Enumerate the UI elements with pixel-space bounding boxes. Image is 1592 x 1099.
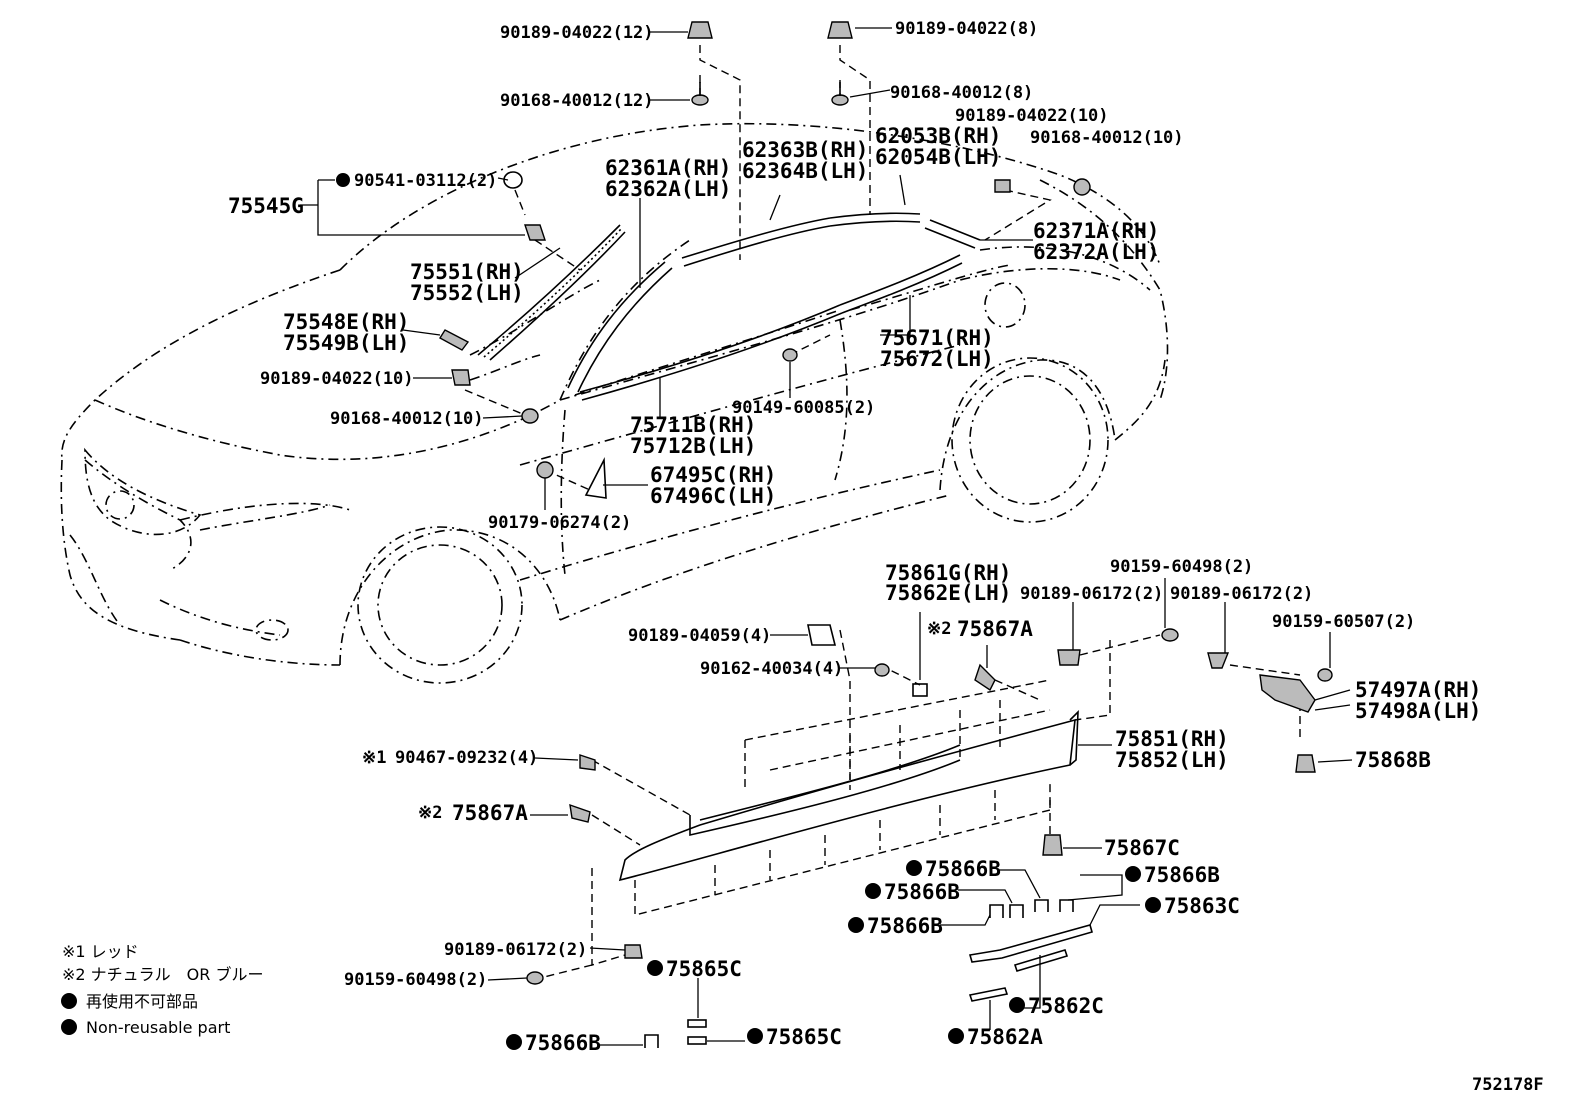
part-label: 75866B bbox=[884, 880, 960, 904]
mark-note-1: ※1 bbox=[362, 748, 386, 768]
legend-non-reusable-jp: 再使用不可部品 bbox=[86, 992, 198, 1011]
non-reusable-bullet-icon bbox=[336, 173, 350, 187]
part-label: 62364B(LH) bbox=[742, 159, 868, 183]
non-reusable-bullet-icon bbox=[906, 860, 922, 876]
part-label: 90189-04022(12) bbox=[500, 23, 654, 43]
part-label: 75551(RH) bbox=[410, 260, 524, 284]
non-reusable-bullet-icon bbox=[848, 917, 864, 933]
part-label: 75865C bbox=[666, 957, 742, 981]
part-label: 90189-06172(2) bbox=[444, 940, 587, 960]
part-label: 90189-04022(10) bbox=[955, 106, 1109, 126]
rocker-moulding bbox=[618, 679, 1079, 916]
part-label: 75867A bbox=[452, 801, 528, 825]
part-label: 75866B bbox=[925, 857, 1001, 881]
part-label: 90189-06172(2) bbox=[1170, 584, 1313, 604]
part-label: 90189-04059(4) bbox=[628, 626, 771, 646]
non-reusable-bullet-icon bbox=[61, 993, 77, 1009]
part-label: 75862C bbox=[1028, 994, 1104, 1018]
non-reusable-bullet-icon bbox=[1125, 866, 1141, 882]
legend-non-reusable-en: Non-reusable part bbox=[86, 1018, 230, 1037]
mark-note-2: ※2 bbox=[927, 619, 951, 639]
part-label: 62372A(LH) bbox=[1033, 240, 1159, 264]
non-reusable-bullet-icon bbox=[1145, 897, 1161, 913]
part-label: 75545G bbox=[228, 194, 304, 218]
part-label: 75868B bbox=[1355, 748, 1431, 772]
leader-lines bbox=[300, 27, 1353, 1046]
part-label: 75867A bbox=[957, 617, 1033, 641]
part-label: 75866B bbox=[1144, 863, 1220, 887]
legend: ※1 レッド ※2 ナチュラル OR ブルー 再使用不可部品 Non-reusa… bbox=[61, 942, 263, 1037]
part-label: 67496C(LH) bbox=[650, 484, 776, 508]
fasteners bbox=[439, 21, 1333, 1048]
part-label: 75852(LH) bbox=[1115, 748, 1229, 772]
part-label: 75671(RH) bbox=[880, 326, 994, 350]
part-label: 75672(LH) bbox=[880, 347, 994, 371]
part-label: 75863C bbox=[1164, 894, 1240, 918]
screw-icon bbox=[691, 94, 709, 106]
part-labels: 90189-04022(12) 90189-04022(8) 90168-400… bbox=[228, 19, 1481, 1055]
part-label: 90189-06172(2) bbox=[1020, 584, 1163, 604]
part-label: 67495C(RH) bbox=[650, 463, 776, 487]
part-label: 90159-60507(2) bbox=[1272, 612, 1415, 632]
part-label: 90168-40012(12) bbox=[500, 91, 654, 111]
part-label: 90162-40034(4) bbox=[700, 659, 843, 679]
part-label: 75861G(RH) bbox=[885, 561, 1011, 585]
part-label: 75548E(RH) bbox=[283, 310, 409, 334]
part-label: 75862E(LH) bbox=[885, 581, 1011, 605]
part-label: 75866B bbox=[867, 914, 943, 938]
trim-parts bbox=[477, 212, 981, 697]
part-label: 90189-04022(8) bbox=[895, 19, 1038, 39]
part-label: 75711B(RH) bbox=[630, 413, 756, 437]
part-label: 90159-60498(2) bbox=[344, 970, 487, 990]
part-label: 75865C bbox=[766, 1025, 842, 1049]
part-label: 62053B(RH) bbox=[875, 124, 1001, 148]
part-label: 57498A(LH) bbox=[1355, 699, 1481, 723]
non-reusable-bullet-icon bbox=[1009, 997, 1025, 1013]
legend-note-2: ※2 ナチュラル OR ブルー bbox=[62, 965, 263, 984]
mark-note-2: ※2 bbox=[418, 803, 442, 823]
part-label: 75851(RH) bbox=[1115, 727, 1229, 751]
diagram-id: 752178F bbox=[1472, 1075, 1544, 1095]
part-label: 90467-09232(4) bbox=[395, 748, 538, 768]
non-reusable-bullet-icon bbox=[747, 1028, 763, 1044]
part-label: 62371A(RH) bbox=[1033, 219, 1159, 243]
part-label: 75866B bbox=[525, 1031, 601, 1055]
part-label: 90541-03112(2) bbox=[354, 171, 497, 191]
non-reusable-bullet-icon bbox=[948, 1028, 964, 1044]
part-label: 75552(LH) bbox=[410, 281, 524, 305]
non-reusable-bullet-icon bbox=[647, 960, 663, 976]
part-label: 62054B(LH) bbox=[875, 145, 1001, 169]
assembly-lines bbox=[464, 45, 1301, 979]
part-label: 90168-40012(10) bbox=[330, 409, 484, 429]
clip-icon bbox=[687, 21, 713, 39]
non-reusable-bullet-icon bbox=[506, 1034, 522, 1050]
non-reusable-bullet-icon bbox=[865, 883, 881, 899]
part-label: 90179-06274(2) bbox=[488, 513, 631, 533]
screw-icon bbox=[831, 94, 849, 106]
part-label: 75712B(LH) bbox=[630, 434, 756, 458]
part-label: 62361A(RH) bbox=[605, 156, 731, 180]
part-label: 75549B(LH) bbox=[283, 331, 409, 355]
non-reusable-bullet-icon bbox=[61, 1019, 77, 1035]
part-label: 62362A(LH) bbox=[605, 177, 731, 201]
legend-note-1: ※1 レッド bbox=[62, 942, 139, 961]
part-label: 90189-04022(10) bbox=[260, 369, 414, 389]
part-label: 75867C bbox=[1104, 836, 1180, 860]
part-label: 62363B(RH) bbox=[742, 138, 868, 162]
part-label: 90159-60498(2) bbox=[1110, 557, 1253, 577]
part-label: 90168-40012(8) bbox=[890, 83, 1033, 103]
part-label: 75862A bbox=[967, 1025, 1043, 1049]
part-label: 57497A(RH) bbox=[1355, 678, 1481, 702]
clip-icon bbox=[827, 21, 853, 39]
part-label: 90149-60085(2) bbox=[732, 398, 875, 418]
part-label: 90168-40012(10) bbox=[1030, 128, 1184, 148]
